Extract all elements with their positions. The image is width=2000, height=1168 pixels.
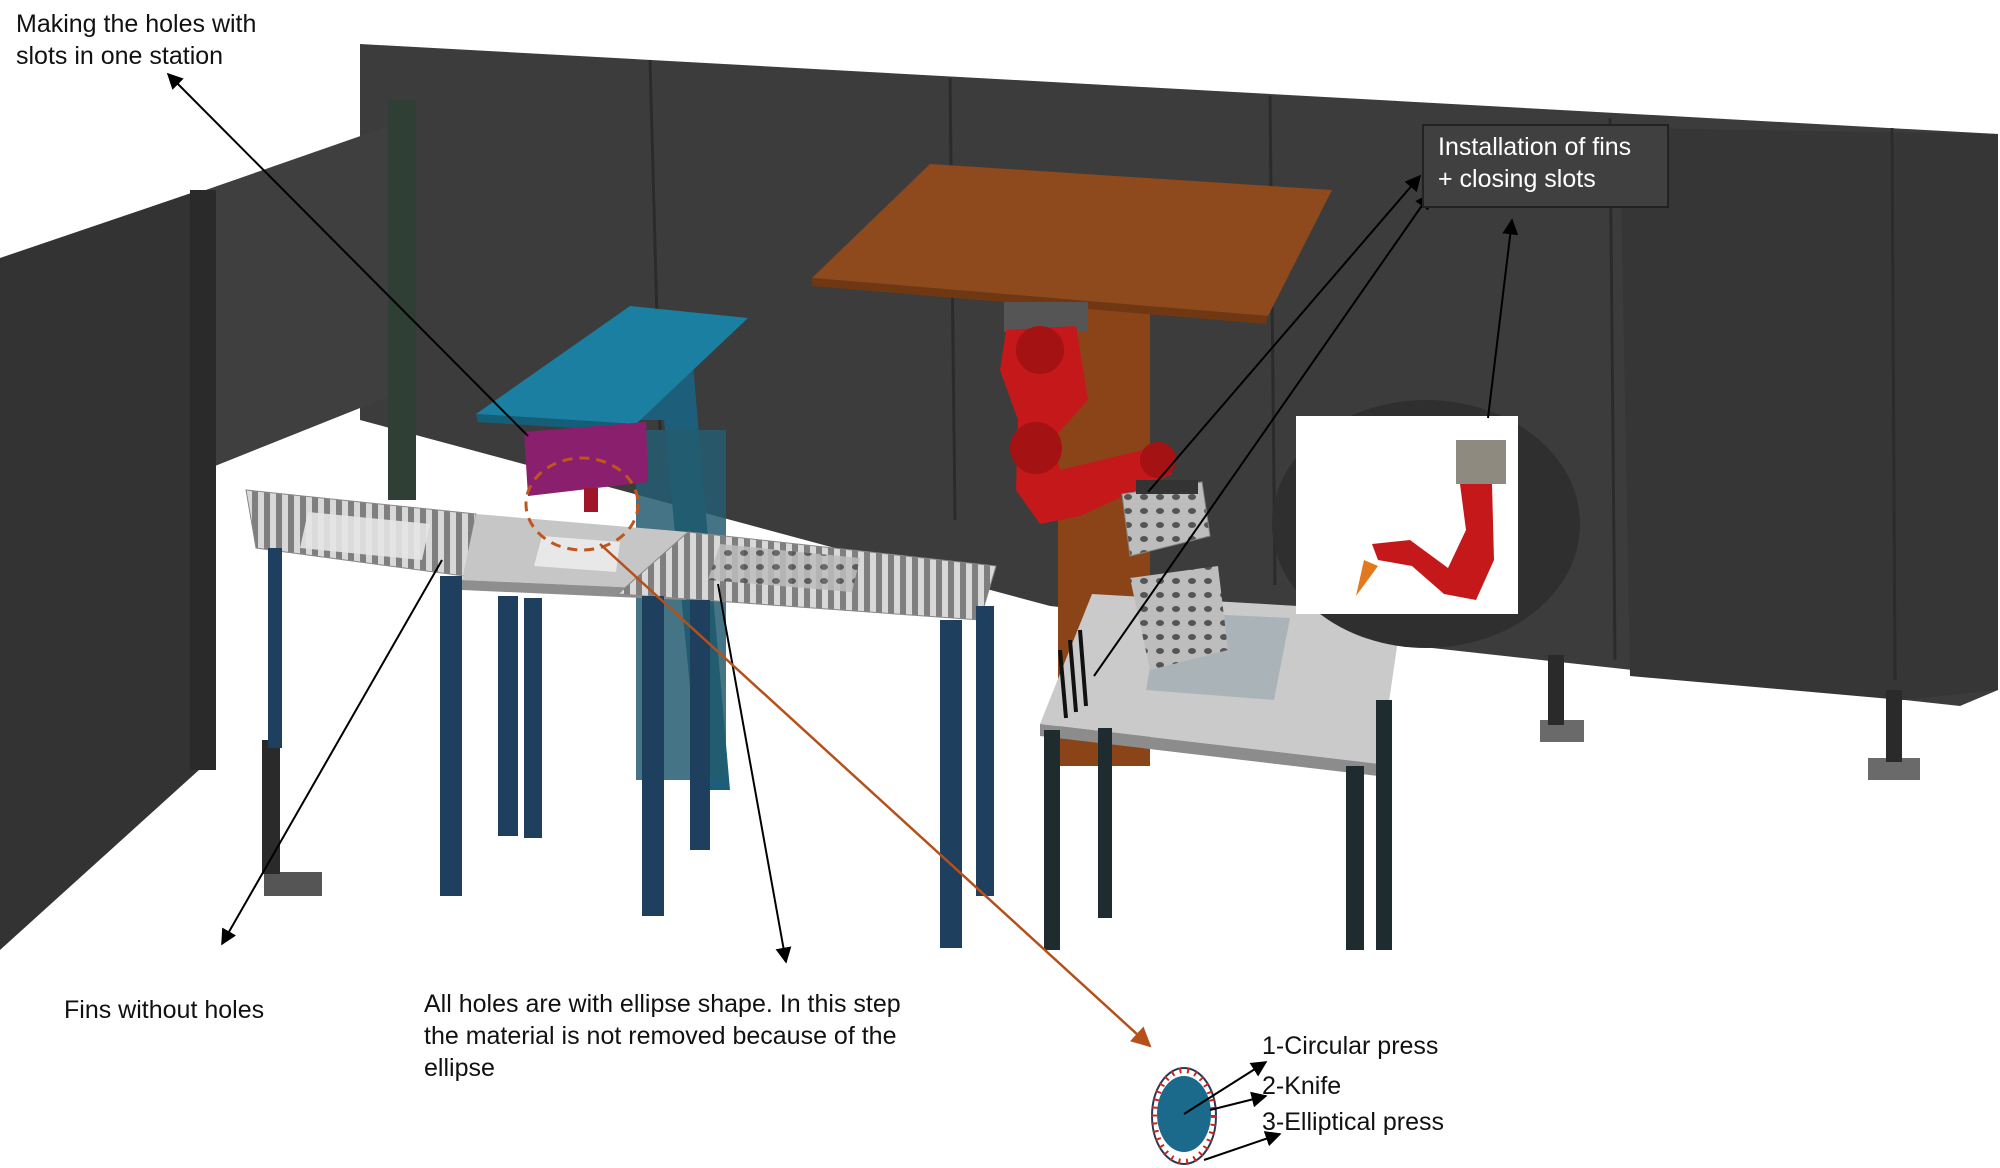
label-tool-1: 1-Circular press <box>1262 1032 1439 1060</box>
conveyor <box>245 489 997 948</box>
tool-detail <box>1151 1061 1282 1165</box>
label-fins-without-holes: Fins without holes <box>64 996 265 1024</box>
safety-walls <box>0 44 1998 950</box>
assembly-table <box>1040 566 1402 950</box>
loose-fins <box>1058 629 1088 719</box>
tool-inset <box>1272 400 1580 648</box>
label-tool-3: 3-Elliptical press <box>1262 1108 1445 1136</box>
ceiling-plate <box>812 164 1332 316</box>
label-ellipse-note: All holes are with ellipse shape. In thi… <box>424 990 901 1082</box>
fin-under-press <box>534 536 620 572</box>
punch-tool <box>584 488 598 512</box>
arrow-to-tool-detail <box>599 543 1152 1048</box>
inset-robot-arm <box>1372 484 1494 600</box>
arrow-install-3 <box>1487 218 1519 419</box>
left-wall-inner <box>200 124 400 470</box>
label-tool-2: 2-Knife <box>1262 1072 1342 1100</box>
label-installation-box: Installation of fins + closing slots <box>1422 124 1669 208</box>
press-top-plate <box>476 306 748 424</box>
arrow-install-1 <box>1147 174 1422 493</box>
robot-arm <box>1000 326 1172 524</box>
arrow-install-2 <box>1093 192 1431 677</box>
fin-with-holes <box>708 544 860 592</box>
press-highlight <box>524 456 640 552</box>
back-wall <box>360 44 1998 706</box>
leader-arrows <box>166 72 1519 1048</box>
label-installation: Installation of fins + closing slots <box>1438 133 1632 193</box>
fin-on-left <box>300 512 430 560</box>
right-wall <box>1620 128 1998 700</box>
label-holes-station: Making the holes with slots in one stati… <box>16 10 257 70</box>
left-wall-outer <box>0 190 210 950</box>
assembled-fin-block <box>1130 566 1228 670</box>
arrow-ellipse-note <box>717 583 792 964</box>
arrow-holes-station <box>166 72 529 437</box>
wall-post-front <box>190 190 216 770</box>
inset-tool-tip <box>1356 560 1378 596</box>
arrow-fins-without-holes <box>221 559 443 946</box>
inset-motor <box>1456 440 1506 484</box>
